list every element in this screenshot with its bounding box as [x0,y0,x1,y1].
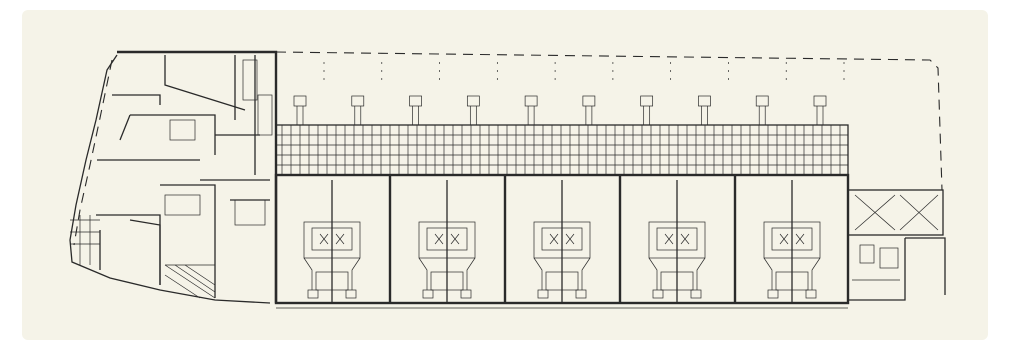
unit-dividers [388,175,737,303]
fixture [293,62,325,125]
right-annex [847,189,946,301]
upper-outline-dashed [275,51,943,191]
machine-unit [648,221,706,299]
machine-unit [763,221,821,299]
machine-unit [303,221,361,299]
fixture [351,62,383,125]
machine-unit [533,221,591,299]
right-annex-details [852,194,939,281]
corridor-band [275,124,849,176]
fixture [582,62,614,125]
fixture [466,62,498,125]
corridor-grid [276,134,848,166]
fixture [755,62,787,125]
unit-centerlines [331,180,793,303]
fixture [640,62,672,125]
left-block-details [70,59,273,299]
left-block-rooms [96,55,270,298]
left-facade-wall [69,54,271,304]
machine-unit [418,221,476,299]
top-fixtures [293,62,845,125]
machine-units [303,221,821,299]
fixture [524,62,556,125]
fixture [813,62,845,125]
fixture [698,62,729,125]
left-facade-hatch [73,59,113,246]
corridor-grid-columns [281,125,841,175]
fixture [409,62,440,125]
